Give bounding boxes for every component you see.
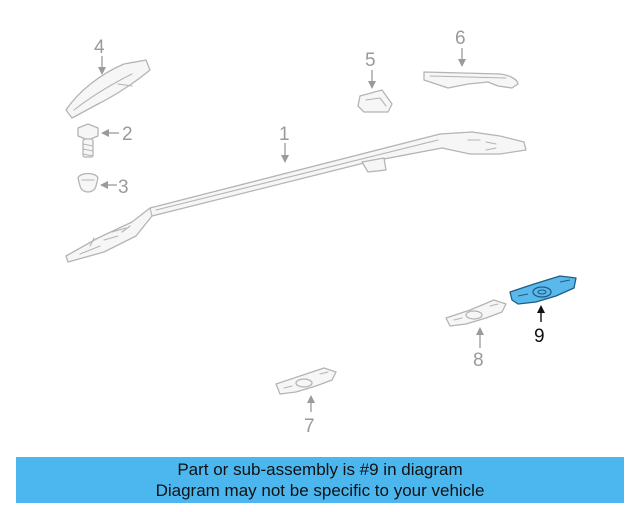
- leader-7: [307, 395, 315, 412]
- callout-8: 8: [473, 350, 484, 371]
- part-1-roof-rail[interactable]: [65, 131, 527, 263]
- part-3-clip[interactable]: [77, 172, 99, 193]
- part-7-bracket[interactable]: [275, 367, 337, 395]
- part-6-end-cover[interactable]: [423, 71, 519, 89]
- leader-6: [458, 48, 466, 67]
- info-banner: Part or sub-assembly is #9 in diagram Di…: [16, 457, 624, 503]
- callout-7: 7: [304, 416, 315, 437]
- leader-2: [101, 129, 119, 137]
- leader-3: [100, 181, 117, 189]
- callout-3: 3: [118, 177, 129, 198]
- callout-4: 4: [94, 37, 105, 58]
- leader-4: [98, 56, 106, 75]
- leader-9: [537, 305, 545, 322]
- leader-8: [476, 327, 484, 348]
- callout-2: 2: [122, 124, 133, 145]
- part-5-cover[interactable]: [357, 89, 393, 113]
- part-8-bracket[interactable]: [445, 299, 507, 327]
- callout-9: 9: [534, 326, 545, 347]
- part-2-bolt[interactable]: [77, 123, 99, 158]
- callout-1: 1: [279, 124, 290, 145]
- part-9-bracket-highlighted[interactable]: [509, 275, 577, 305]
- banner-line-part: Part or sub-assembly is #9 in diagram: [177, 460, 463, 479]
- leader-5: [368, 70, 376, 89]
- part-4-end-cover[interactable]: [65, 59, 151, 119]
- callout-5: 5: [365, 50, 376, 71]
- callout-6: 6: [455, 28, 466, 49]
- banner-line-disclaimer: Diagram may not be specific to your vehi…: [155, 481, 485, 500]
- leader-1: [281, 143, 289, 163]
